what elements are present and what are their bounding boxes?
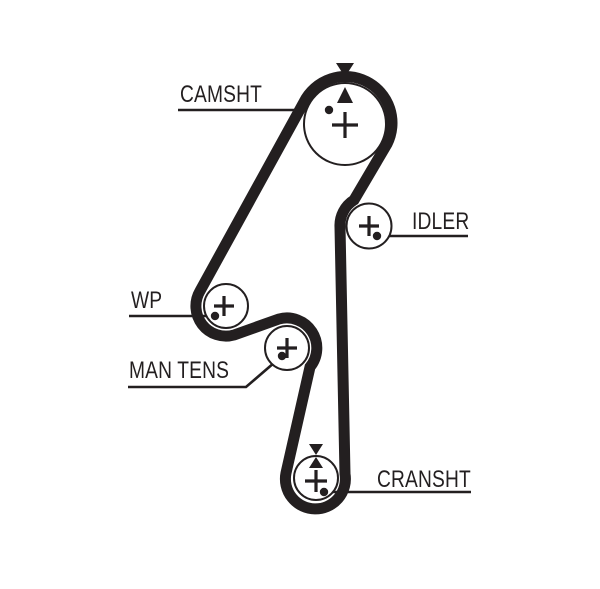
camshaft-label: CAMSHT: [180, 81, 263, 108]
water-pump-label: WP: [131, 287, 163, 314]
idler-label: IDLER: [412, 208, 470, 235]
camshaft-timing-mark-up-icon: [337, 87, 353, 103]
crankshaft-leader-dot: [319, 487, 329, 497]
tensioner-leader-line: [128, 355, 283, 389]
tensioner-label: MAN TENS: [129, 357, 230, 384]
camshaft-plus-icon: [332, 112, 358, 138]
crankshaft-timing-mark-down-icon: [309, 444, 323, 455]
crankshaft-label: CRANSHT: [377, 466, 471, 493]
crankshaft-timing-mark-up-icon: [309, 457, 323, 468]
water-pump-leader-dot: [210, 311, 220, 321]
camshaft-timing-mark-down-icon: [336, 63, 354, 77]
idler-leader-dot: [372, 231, 382, 241]
idler-plus-icon: [359, 216, 379, 236]
crankshaft-plus-icon: [305, 470, 327, 492]
tensioner-leader-dot: [277, 351, 287, 361]
timing-belt: [190, 71, 398, 515]
water-pump-plus-icon: [214, 296, 234, 316]
camshaft-leader-dot: [324, 105, 334, 115]
tensioner-plus-icon: [277, 338, 297, 358]
